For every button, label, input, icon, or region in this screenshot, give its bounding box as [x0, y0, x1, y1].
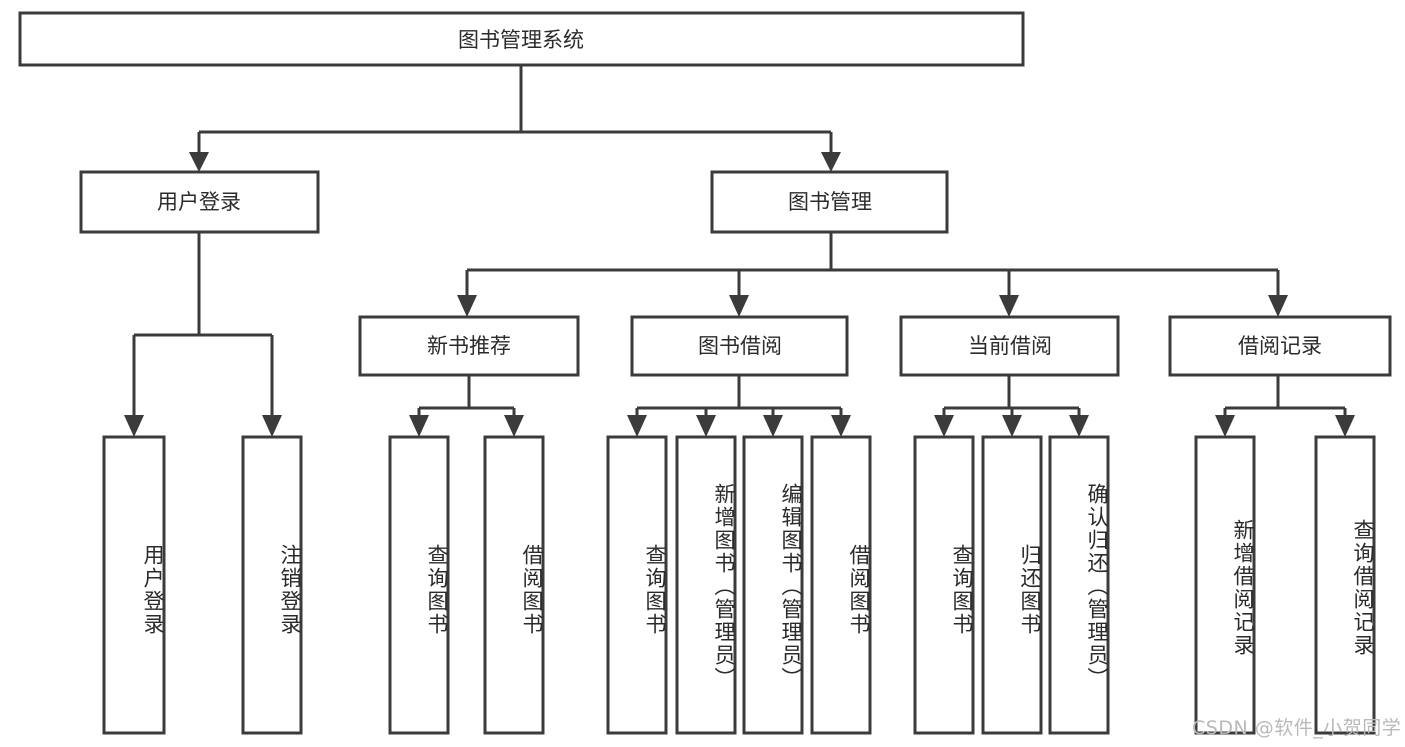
arrow-bb-l3	[763, 415, 783, 437]
leaf-box-query-book-2[interactable]	[606, 435, 668, 735]
leaf-box-user-login[interactable]	[102, 435, 166, 735]
node-root-label: 图书管理系统	[458, 28, 584, 52]
node-user-login-label: 用户登录	[157, 190, 241, 214]
node-user-login-rect[interactable]	[79, 170, 320, 234]
arrow-bm-c3	[999, 295, 1019, 317]
arrow-bm-c1	[457, 295, 477, 317]
node-current-borrow-rect[interactable]	[899, 315, 1120, 377]
leaf-box-query-book-3[interactable]	[913, 435, 975, 735]
leaf-box-add-borrow-record[interactable]	[1194, 435, 1256, 735]
arrow-cb-l3	[1069, 415, 1089, 437]
node-book-borrow-label: 图书借阅	[698, 334, 782, 358]
connector-group-book-borrow	[627, 375, 851, 437]
leaf-box-query-borrow-record[interactable]	[1314, 435, 1376, 735]
arrow-root-to-user-login	[189, 152, 209, 172]
node-user-login[interactable]: 用户登录	[79, 170, 320, 234]
connector-group-current-borrow	[934, 375, 1089, 437]
arrow-root-to-book-mgmt	[821, 152, 841, 172]
node-book-management-rect[interactable]	[710, 170, 949, 234]
arrow-user-login-l1	[124, 415, 144, 437]
node-book-borrow-rect[interactable]	[630, 315, 849, 377]
arrow-bm-c2	[729, 295, 749, 317]
node-borrow-record-label: 借阅记录	[1238, 334, 1322, 358]
leaf-box-query-book-1[interactable]	[388, 435, 450, 735]
arrow-user-login-l2	[262, 415, 282, 437]
arrow-br-l1	[1215, 415, 1235, 437]
node-book-borrow[interactable]: 图书借阅	[630, 315, 849, 377]
leaf-box-return-book[interactable]	[981, 435, 1043, 735]
node-borrow-record-rect[interactable]	[1168, 315, 1392, 377]
connector-group-borrow-record	[1215, 375, 1355, 437]
leaf-box-confirm-return-admin[interactable]	[1048, 435, 1110, 735]
arrow-cb-l2	[1002, 415, 1022, 437]
arrow-nbr-l1	[409, 415, 429, 437]
leaf-box-borrow-book-1[interactable]	[483, 435, 545, 735]
leaf-box-borrow-book-2[interactable]	[810, 435, 872, 735]
arrow-br-l2	[1335, 415, 1355, 437]
node-new-book-recommend-rect[interactable]	[358, 315, 580, 377]
node-book-management-label: 图书管理	[788, 190, 872, 214]
node-current-borrow-label: 当前借阅	[968, 334, 1052, 358]
csdn-watermark: CSDN @软件_小贺同学	[1192, 717, 1402, 739]
arrow-bm-c4	[1268, 295, 1288, 317]
connector-group-user-login	[124, 232, 282, 437]
node-borrow-record[interactable]: 借阅记录	[1168, 315, 1392, 377]
leaf-box-edit-book-admin[interactable]	[742, 435, 804, 735]
leaf-box-add-book-admin[interactable]	[675, 435, 737, 735]
arrow-nbr-l2	[504, 415, 524, 437]
arrow-bb-l1	[627, 415, 647, 437]
arrow-bb-l2	[696, 415, 716, 437]
arrow-bb-l4	[831, 415, 851, 437]
connector-group-new-book-rec	[409, 375, 524, 437]
node-book-management[interactable]: 图书管理	[710, 170, 949, 234]
node-root[interactable]: 图书管理系统	[18, 11, 1025, 67]
node-root-rect[interactable]	[18, 11, 1025, 67]
leaf-box-logout[interactable]	[241, 435, 303, 735]
connector-group-book-mgmt	[457, 232, 1288, 317]
connector-group-root	[189, 65, 841, 172]
node-new-book-recommend-label: 新书推荐	[427, 334, 511, 358]
node-new-book-recommend[interactable]: 新书推荐	[358, 315, 580, 377]
node-current-borrow[interactable]: 当前借阅	[899, 315, 1120, 377]
arrow-cb-l1	[934, 415, 954, 437]
